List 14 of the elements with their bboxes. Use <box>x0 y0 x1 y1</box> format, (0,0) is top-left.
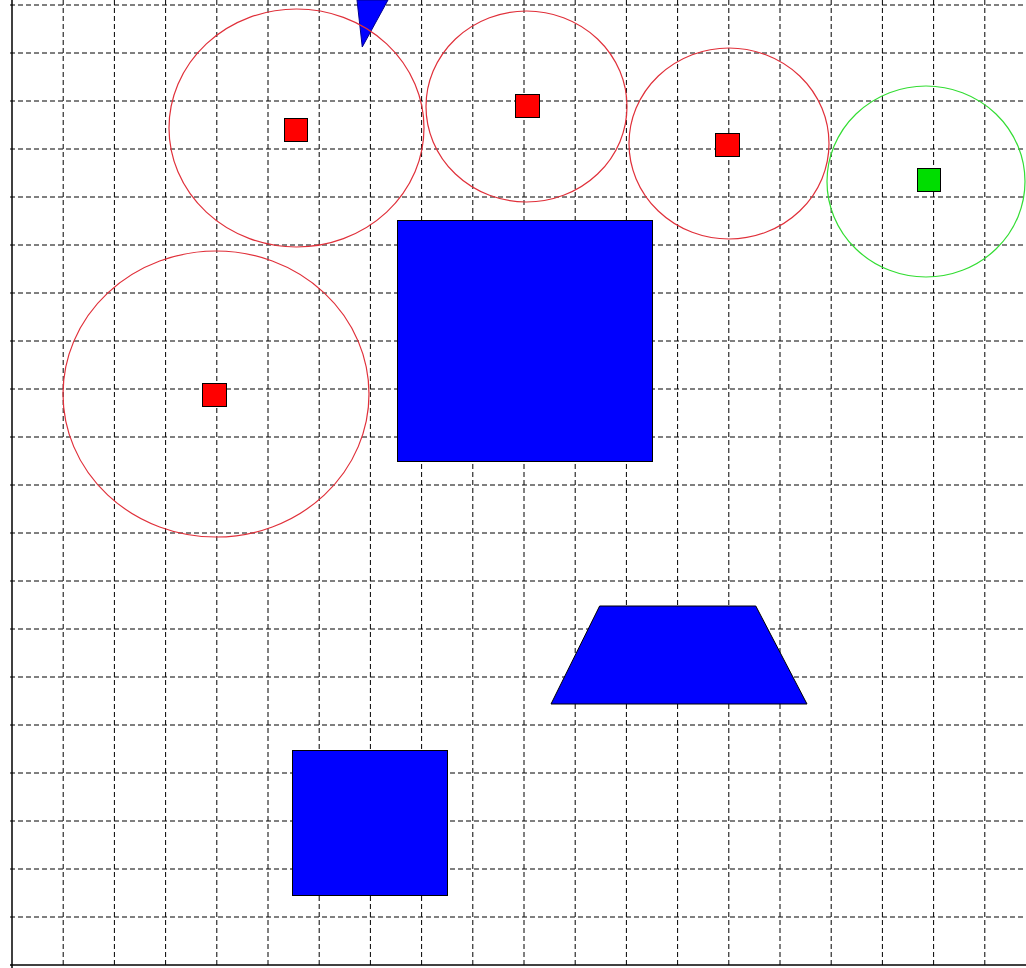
rectangle-block <box>397 220 653 462</box>
circle-outline <box>62 250 370 538</box>
circle-outline <box>628 47 830 240</box>
square-marker <box>715 133 740 157</box>
circle-outline <box>826 85 1026 278</box>
trapezoid-block <box>551 606 807 704</box>
rectangle-block <box>292 750 448 896</box>
square-marker <box>917 168 941 192</box>
circle-outline <box>168 8 425 248</box>
square-marker <box>515 94 540 118</box>
square-marker <box>202 383 227 407</box>
square-marker <box>284 118 308 142</box>
triangle-marker <box>355 0 388 47</box>
circle-outline <box>425 10 628 203</box>
